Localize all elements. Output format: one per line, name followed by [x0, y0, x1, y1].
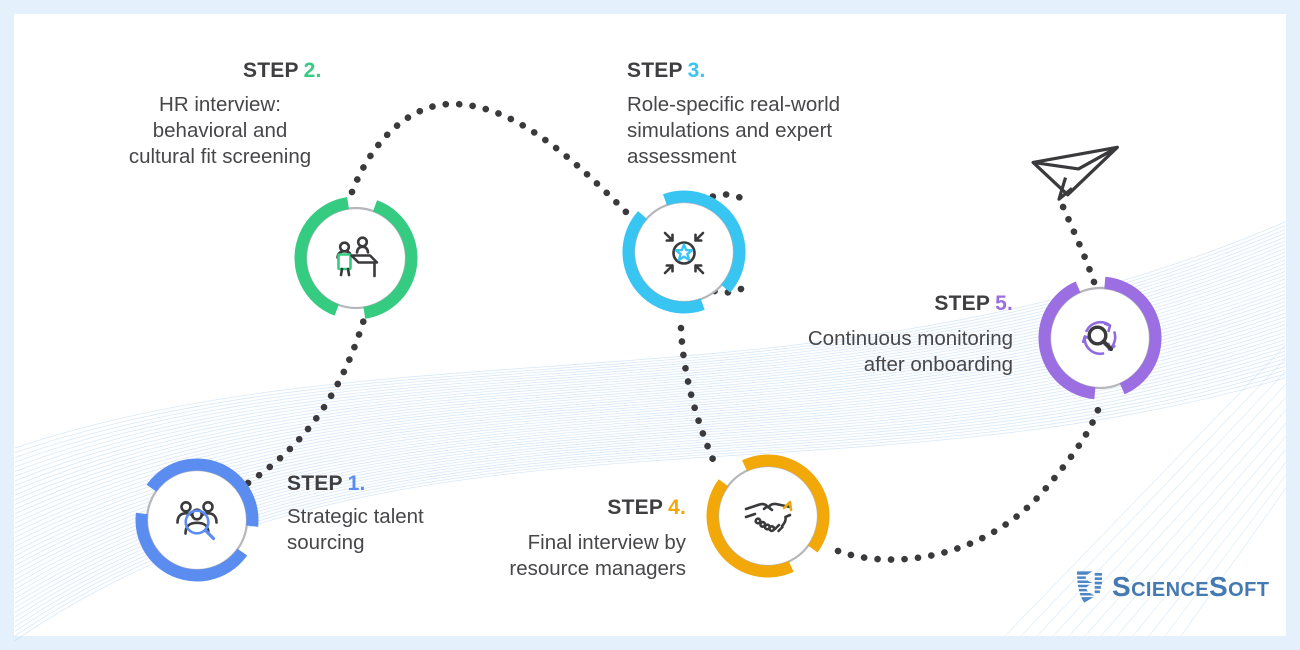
step-number: 2.: [303, 59, 322, 82]
step-word: STEP: [934, 292, 991, 315]
sciencesoft-logo-text: ScienceSoft: [1112, 571, 1270, 602]
step-number: 4.: [668, 496, 686, 519]
step-1-description: Strategic talent sourcing: [287, 505, 424, 554]
step-2-ring: [294, 196, 418, 320]
step-5-description: Continuous monitoring after onboarding: [807, 327, 1013, 376]
step-3-description: Role-specific real-world simulations and…: [627, 93, 841, 168]
step-2-description: HR interview: behavioral and cultural fi…: [128, 93, 312, 168]
step-word: STEP: [627, 59, 683, 82]
step-number: 1.: [347, 472, 366, 495]
sciencesoft-logo: ScienceSoft: [1076, 570, 1269, 604]
step-1-ring: [135, 458, 259, 582]
step-number: 3.: [687, 59, 706, 82]
star-assessment-icon: [663, 231, 705, 275]
step-4-description: Final interview by resource managers: [509, 531, 686, 580]
team-search-icon: [176, 501, 218, 541]
handshake-icon: [744, 500, 793, 533]
step-number: 5.: [995, 292, 1013, 315]
sciencesoft-logo-mark: [1076, 571, 1103, 603]
step-word: STEP: [243, 59, 299, 82]
step-word: STEP: [287, 472, 343, 495]
step-word: STEP: [607, 496, 664, 519]
step-5-ring: [1038, 276, 1162, 400]
interview-icon: [336, 236, 379, 278]
step-3-ring: [622, 190, 746, 314]
step-4-ring: [706, 454, 830, 578]
paper-plane-icon: [1031, 145, 1119, 201]
monitoring-refresh-icon: [1081, 320, 1117, 356]
